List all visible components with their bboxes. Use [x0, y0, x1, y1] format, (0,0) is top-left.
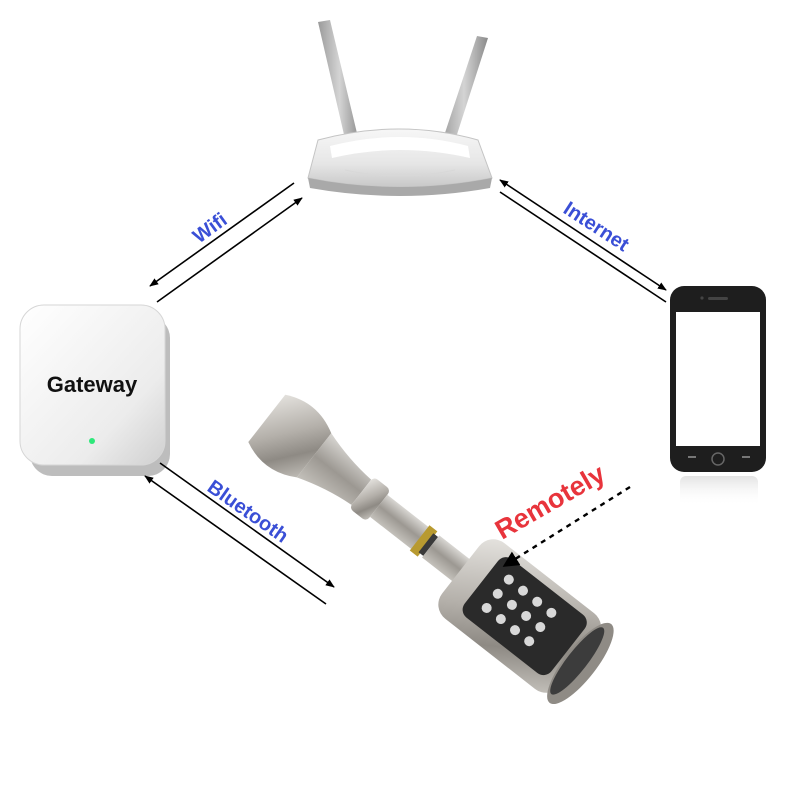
gateway-led: [89, 438, 95, 444]
internet-link: Internet: [500, 180, 666, 302]
bluetooth-label: Bluetooth: [203, 476, 292, 548]
bluetooth-link: Bluetooth: [145, 463, 334, 604]
wifi-router-icon: [308, 20, 492, 196]
smart-cylinder-lock-icon: [236, 379, 624, 713]
remotely-label: Remotely: [490, 458, 610, 545]
gateway-label: Gateway: [47, 372, 138, 397]
wifi-link: Wifi: [150, 183, 302, 302]
gateway-device: Gateway: [20, 305, 170, 476]
smartphone-icon: [670, 286, 766, 506]
